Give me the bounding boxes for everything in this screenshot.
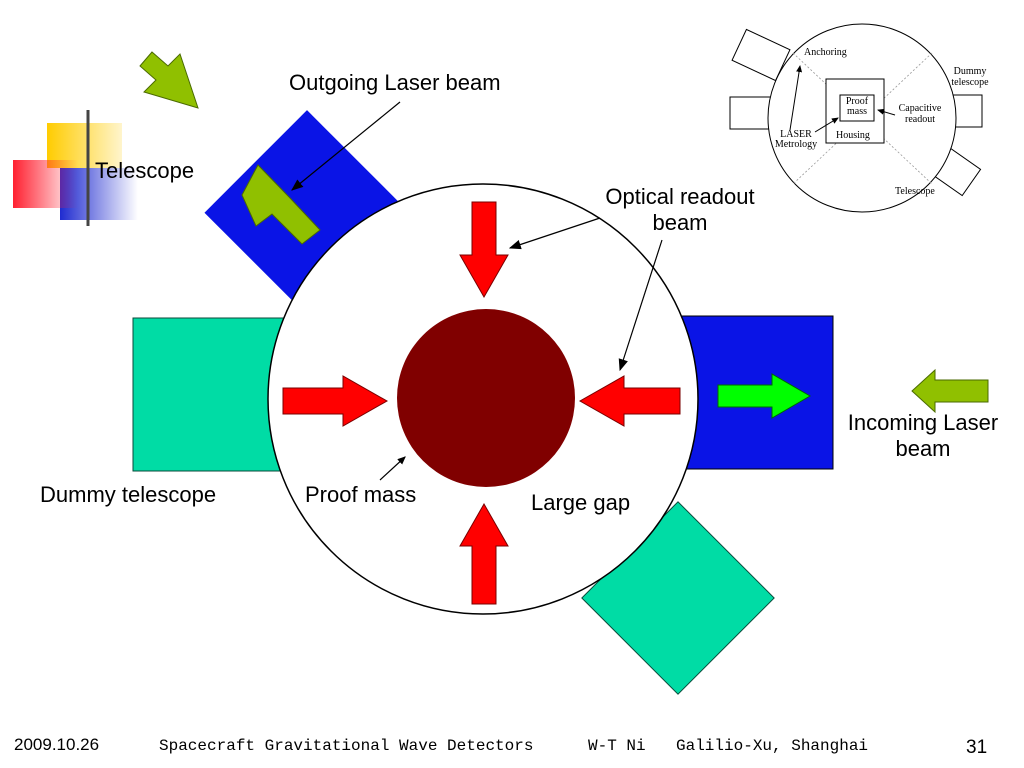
inset-laser-arrow [814, 117, 839, 133]
dummy-telescope-left-block [132, 317, 291, 472]
inset-label-laser-line2: Metrology [774, 139, 818, 150]
inset-label-proof-line2: mass [847, 106, 867, 117]
proof-mass [397, 309, 575, 487]
outgoing-laser-arrow [241, 164, 321, 245]
inset-label-capacitive-line2: readout [905, 114, 935, 125]
label-proof-mass: Proof mass [305, 482, 417, 507]
readout-arrow-left [282, 375, 389, 427]
footer-date: 2009.10.26 [14, 735, 100, 754]
footer-venue: Galilio-Xu, Shanghai [676, 737, 869, 755]
label-incoming-laser: Incoming Laser beam [830, 410, 1016, 462]
incoming-laser-arrow-inside [717, 373, 811, 419]
inset-label-capacitive-line1: Capacitive [898, 103, 942, 114]
label-optical-readout: Optical readout beam [580, 184, 780, 236]
footer-page-number: 31 [966, 737, 988, 758]
inset-label-telescope: Telescope [895, 186, 935, 197]
label-dummy-telescope: Dummy telescope [40, 482, 217, 507]
footer-title: Spacecraft Gravitational Wave Detectors [159, 737, 534, 755]
readout-arrow-right [578, 375, 681, 427]
inset-label-laser-metrology: LASER Metrology [766, 130, 826, 150]
proof-mass-pointer [379, 456, 406, 481]
label-outgoing-laser: Outgoing Laser beam [289, 70, 501, 95]
laser-arrow-topleft [139, 51, 199, 109]
readout-pointer-top [508, 217, 601, 250]
inset-diagram [729, 23, 983, 213]
label-incoming-laser-line1: Incoming Laser [847, 410, 999, 435]
corner-logo [13, 110, 1000, 226]
inset-label-capacitive: Capacitive readout [890, 103, 950, 125]
label-large-gap: Large gap [531, 490, 631, 515]
inset-label-dummy-line2: telescope [951, 77, 989, 88]
incoming-laser-arrow-outside [911, 368, 989, 414]
inset-label-proof-line1: Proof [845, 96, 869, 107]
inset-block-topleft [731, 28, 791, 82]
outgoing-laser-pointer [291, 101, 401, 191]
footer-author: W-T Ni [588, 737, 646, 755]
inset-label-dummy-line1: Dummy [953, 66, 987, 77]
label-optical-readout-line1: Optical readout [605, 184, 755, 209]
readout-pointer-right [618, 239, 663, 372]
inset-label-laser-line1: LASER [780, 129, 812, 140]
inset-label-anchoring: Anchoring [804, 47, 847, 58]
readout-arrow-bottom [459, 502, 509, 605]
label-incoming-laser-line2: beam [895, 436, 951, 461]
inset-proof-mass-box [839, 94, 875, 122]
label-telescope: Telescope [95, 158, 195, 183]
inset-block-left [729, 96, 773, 130]
readout-arrow-top [459, 201, 509, 299]
label-optical-readout-line2: beam [652, 210, 708, 235]
inset-anchoring-arrow [789, 65, 803, 131]
inset-label-dummy-telescope: Dummy telescope [940, 66, 1000, 88]
inset-capacitive-arrow [877, 108, 896, 116]
inset-label-proof-mass: Proof mass [840, 97, 874, 117]
inset-label-housing: Housing [836, 130, 870, 141]
